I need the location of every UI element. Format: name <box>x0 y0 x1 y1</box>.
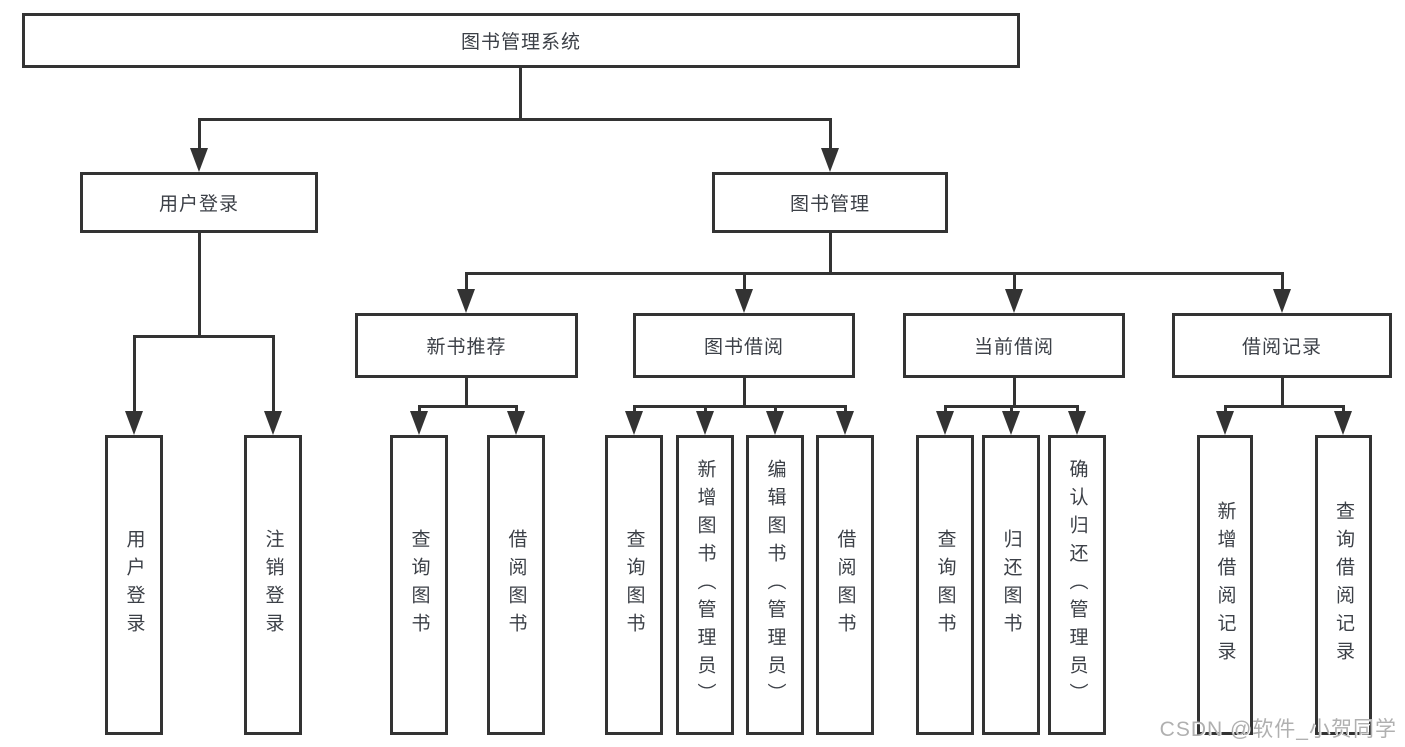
node-leaf-borrow-books-nbr: 借阅图书 <box>487 435 545 735</box>
connector-bb-span <box>633 405 847 408</box>
node-root: 图书管理系统 <box>22 13 1020 68</box>
node-leaf-confirm-return-admin-label: 确认归还（管理员） <box>1066 459 1088 711</box>
arrow-down-icon <box>1273 289 1291 313</box>
connector-drop-book-borrow <box>743 272 746 291</box>
arrow-down-icon <box>1002 411 1020 435</box>
node-current-borrow-label: 当前借阅 <box>973 337 1054 358</box>
connector-nbr-span <box>418 405 518 408</box>
node-leaf-user-login-label: 用户登录 <box>123 529 145 641</box>
connector-book-mgmt-stem <box>829 233 832 274</box>
connector-drop <box>1010 405 1013 413</box>
node-leaf-add-books-admin-label: 新增图书（管理员） <box>694 459 716 711</box>
node-book-borrow: 图书借阅 <box>633 313 855 378</box>
node-leaf-query-books-cb: 查询图书 <box>916 435 974 735</box>
node-current-borrow: 当前借阅 <box>903 313 1125 378</box>
connector-nbr-stem <box>465 378 468 407</box>
node-leaf-borrow-books-nbr-label: 借阅图书 <box>505 529 527 641</box>
node-leaf-query-books-cb-label: 查询图书 <box>934 529 956 641</box>
node-leaf-query-books-nbr: 查询图书 <box>390 435 448 735</box>
node-user-login: 用户登录 <box>80 172 318 233</box>
arrow-down-icon <box>766 411 784 435</box>
node-leaf-return-books: 归还图书 <box>982 435 1040 735</box>
arrow-down-icon <box>821 148 839 172</box>
connector-root-span <box>198 118 832 121</box>
arrow-down-icon <box>696 411 714 435</box>
node-leaf-borrow-books-bb-label: 借阅图书 <box>834 529 856 641</box>
node-leaf-edit-books-admin-label: 编辑图书（管理员） <box>764 459 786 711</box>
csdn-watermark: CSDN @软件_小贺同学 <box>1159 718 1397 741</box>
node-book-management: 图书管理 <box>712 172 948 233</box>
arrow-down-icon <box>125 411 143 435</box>
arrow-down-icon <box>410 411 428 435</box>
node-book-management-label: 图书管理 <box>789 194 870 215</box>
connector-br-stem <box>1281 378 1284 407</box>
arrow-down-icon <box>625 411 643 435</box>
connector-user-login-stem <box>198 233 201 337</box>
node-leaf-add-borrow-record: 新增借阅记录 <box>1197 435 1253 735</box>
node-leaf-edit-books-admin: 编辑图书（管理员） <box>746 435 804 735</box>
node-leaf-user-login: 用户登录 <box>105 435 163 735</box>
node-leaf-query-books-bb: 查询图书 <box>605 435 663 735</box>
arrow-down-icon <box>1334 411 1352 435</box>
arrow-down-icon <box>936 411 954 435</box>
node-root-label: 图书管理系统 <box>460 32 581 53</box>
arrow-down-icon <box>1216 411 1234 435</box>
node-leaf-confirm-return-admin: 确认归还（管理员） <box>1048 435 1106 735</box>
connector-drop-user-login <box>198 118 201 151</box>
connector-drop <box>515 405 518 413</box>
arrow-down-icon <box>264 411 282 435</box>
connector-drop-new-book <box>465 272 468 291</box>
connector-drop <box>1224 405 1227 413</box>
connector-drop-current-borrow <box>1013 272 1016 291</box>
arrow-down-icon <box>1005 289 1023 313</box>
connector-bb-stem <box>743 378 746 407</box>
node-leaf-borrow-books-bb: 借阅图书 <box>816 435 874 735</box>
connector-root-stem <box>519 68 522 120</box>
node-leaf-query-borrow-record: 查询借阅记录 <box>1315 435 1372 735</box>
connector-cb-stem <box>1013 378 1016 407</box>
arrow-down-icon <box>1068 411 1086 435</box>
connector-drop <box>1342 405 1345 413</box>
node-new-book-recommend: 新书推荐 <box>355 313 578 378</box>
arrow-down-icon <box>457 289 475 313</box>
node-borrow-records: 借阅记录 <box>1172 313 1392 378</box>
connector-drop <box>844 405 847 413</box>
arrow-down-icon <box>507 411 525 435</box>
connector-drop-logout-leaf <box>272 335 275 413</box>
node-leaf-query-borrow-record-label: 查询借阅记录 <box>1333 501 1354 669</box>
node-leaf-logout-label: 注销登录 <box>262 529 284 641</box>
node-leaf-add-books-admin: 新增图书（管理员） <box>676 435 734 735</box>
node-leaf-query-books-bb-label: 查询图书 <box>623 529 645 641</box>
connector-drop-borrow-records <box>1281 272 1284 291</box>
connector-book-mgmt-span <box>465 272 1283 275</box>
connector-br-span <box>1224 405 1345 408</box>
arrow-down-icon <box>190 148 208 172</box>
node-leaf-add-borrow-record-label: 新增借阅记录 <box>1214 501 1236 669</box>
node-leaf-return-books-label: 归还图书 <box>1000 529 1022 641</box>
arrow-down-icon <box>735 289 753 313</box>
node-borrow-records-label: 借阅记录 <box>1241 337 1322 358</box>
node-book-borrow-label: 图书借阅 <box>703 337 784 358</box>
connector-drop <box>633 405 636 413</box>
connector-drop <box>418 405 421 413</box>
connector-drop <box>704 405 707 413</box>
node-new-book-recommend-label: 新书推荐 <box>426 337 507 358</box>
connector-drop-book-management <box>829 118 832 151</box>
node-leaf-query-books-nbr-label: 查询图书 <box>408 529 430 641</box>
connector-drop <box>944 405 947 413</box>
connector-drop-login-leaf <box>133 335 136 413</box>
node-leaf-logout: 注销登录 <box>244 435 302 735</box>
connector-user-login-span <box>133 335 275 338</box>
connector-drop <box>774 405 777 413</box>
arrow-down-icon <box>836 411 854 435</box>
connector-drop <box>1076 405 1079 413</box>
node-user-login-label: 用户登录 <box>158 194 239 215</box>
